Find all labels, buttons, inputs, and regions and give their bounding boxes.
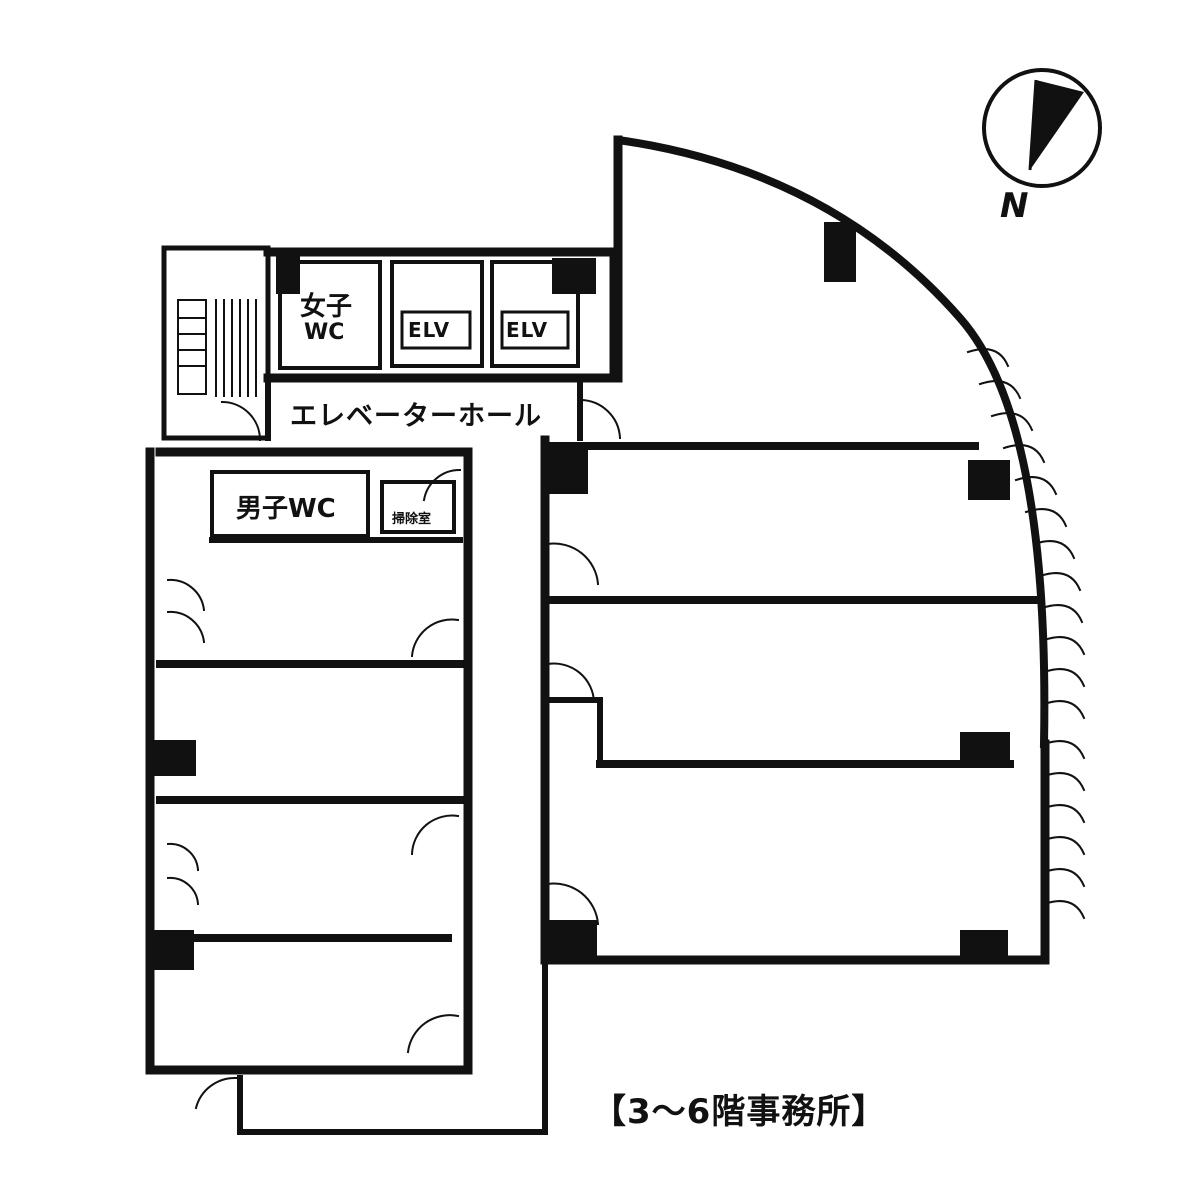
structural-columns [148,222,1010,970]
elevator-2-label: ELV [506,318,549,342]
mens-wc-room [210,470,370,538]
window-bays [966,348,1086,920]
small-room [380,480,456,534]
compass-label: N [1000,186,1029,226]
stair-icon [177,299,257,397]
corridor-wall [237,437,548,1135]
right-wing-outer-wall [540,135,1050,965]
womens-wc-label-top: 女子 [300,292,353,322]
elevator-hall-label: エレベーターホール [290,401,542,432]
womens-wc-room [278,260,382,370]
womens-wc-label-bottom: WC [304,320,345,345]
elevator-shaft-2 [490,260,580,368]
small-room-label: 掃除室 [392,512,432,527]
elevator-hall-walls [265,375,583,441]
left-wing-outer-wall [145,447,473,1075]
floor-caption: 【3〜6階事務所】 [592,1092,887,1132]
elevator-shaft-1 [390,260,484,368]
door-swings [166,398,622,1110]
stair-core [161,245,271,441]
north-arrow-icon [982,68,1102,188]
curved-facade [613,135,1049,749]
elevator-1-label: ELV [408,318,451,342]
mens-wc-label: 男子WC [236,494,336,524]
